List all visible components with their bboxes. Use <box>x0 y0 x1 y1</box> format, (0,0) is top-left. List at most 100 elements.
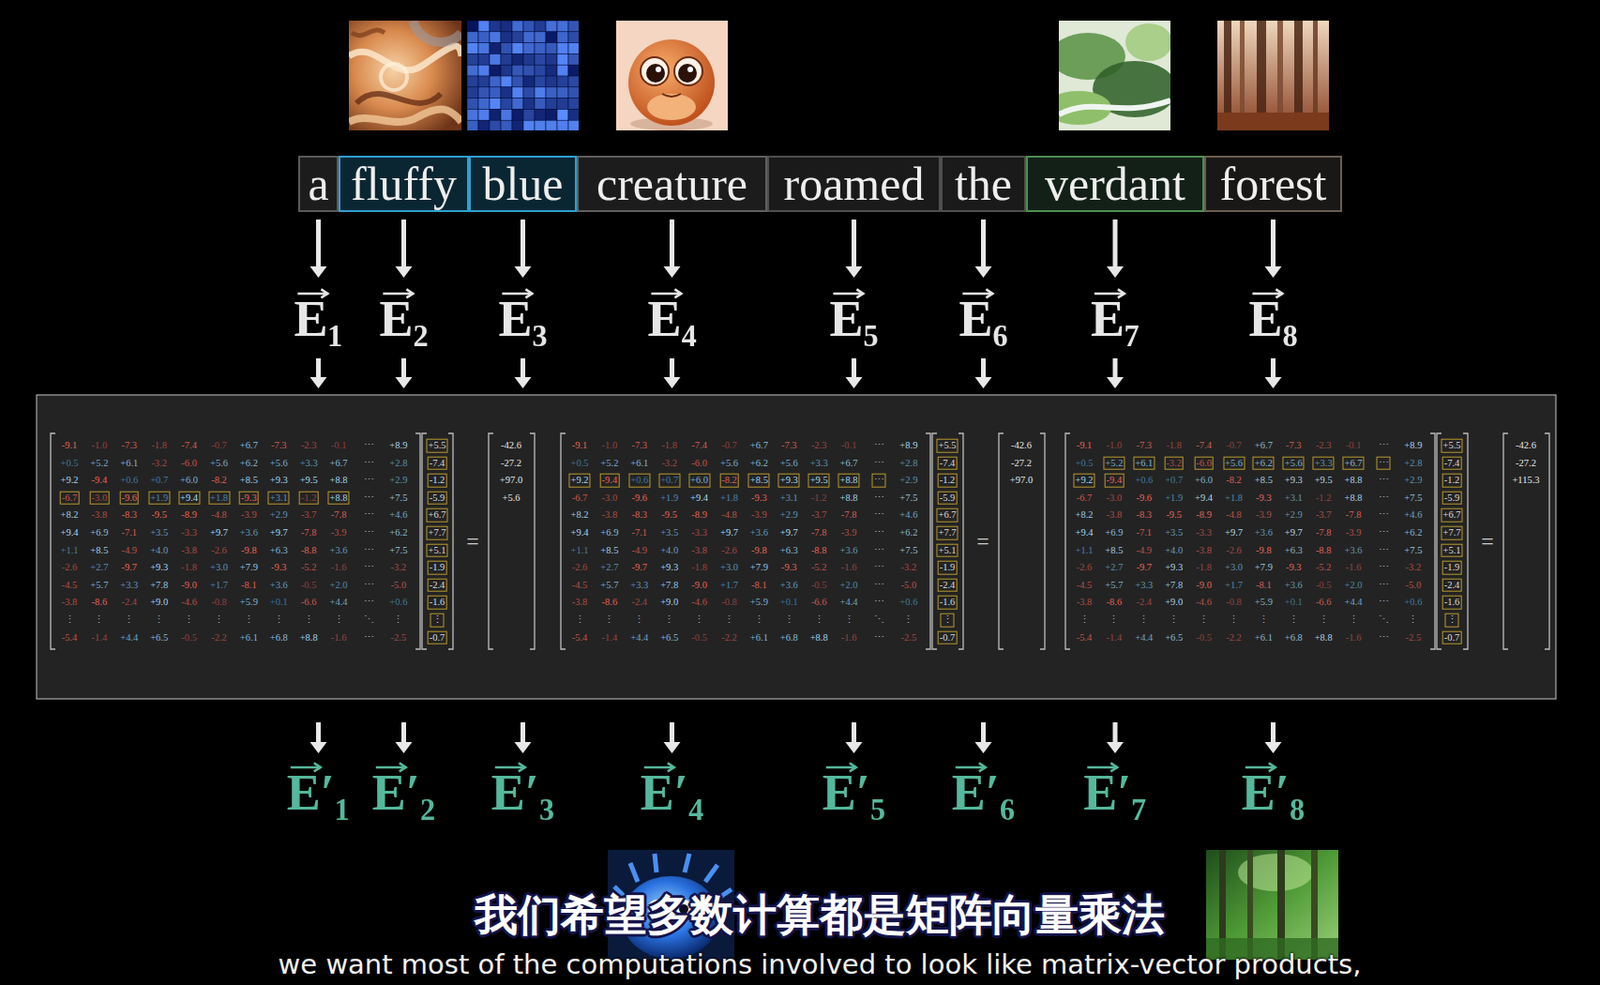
verdant-image-part <box>1058 100 1171 115</box>
mosaic-tile <box>489 43 501 55</box>
bracket <box>1430 433 1435 650</box>
creature-image-part <box>616 20 728 131</box>
matrix-entry: +5.2 <box>598 455 620 470</box>
matrix-entry: +0.1 <box>1283 595 1305 610</box>
embedding-label: E₃ <box>498 286 547 352</box>
matrix-entry: -3.8 <box>90 508 110 523</box>
matrix-entry: -9.4 <box>600 473 620 488</box>
updated-embedding-label: E′₂ <box>372 759 436 826</box>
matrix-entry: -9.0 <box>179 578 199 593</box>
token-text: fluffy <box>350 158 457 211</box>
down-arrow <box>401 219 407 269</box>
arrow-head <box>975 377 993 389</box>
matrix-entry: +9.3 <box>1162 560 1185 575</box>
matrix-entry: -3.8 <box>1193 543 1214 558</box>
mosaic-tile <box>467 64 479 76</box>
updated-embedding-label: E′₁ <box>286 759 350 826</box>
matrix-entry: +9.4 <box>58 526 80 541</box>
mosaic-tile <box>557 31 569 44</box>
result-entry: -27.2 <box>1009 455 1034 470</box>
matrix-entry: +5.6 <box>778 455 800 470</box>
matrix-entry: -9.0 <box>1193 578 1214 593</box>
mosaic-tile <box>467 87 479 99</box>
matrix-entry: ⋮ <box>1256 613 1271 628</box>
matrix-entry: +9.4 <box>178 491 200 506</box>
matrix-entry: +3.3 <box>808 455 831 470</box>
matrix-entry: +2.9 <box>778 508 800 523</box>
matrix-entry: -2.3 <box>1313 438 1334 453</box>
matrix-entry: +3.3 <box>118 578 140 593</box>
result-entry: +97.0 <box>1008 473 1035 488</box>
matrix-entry: -6.0 <box>689 455 710 470</box>
brackets <box>50 433 1550 650</box>
matrix-entry: +8.8 <box>838 473 861 488</box>
matrix-entry: -9.5 <box>149 508 169 523</box>
equals-sign: = <box>466 528 480 555</box>
matrix-entry: +4.4 <box>118 630 140 645</box>
matrix-entry: -1.2 <box>299 491 319 506</box>
matrix-entry: +6.3 <box>778 543 800 558</box>
mosaic-tile <box>489 20 501 32</box>
token-text: forest <box>1220 158 1328 211</box>
mosaic-tile <box>568 108 579 121</box>
matrix-entry: -7.8 <box>1343 508 1364 523</box>
mosaic-tile <box>467 20 479 32</box>
embedding-label: E₁ <box>293 286 343 352</box>
mosaic-tile <box>512 31 524 44</box>
vector-entry: -0.7 <box>1442 630 1463 645</box>
matrix-entry: +0.7 <box>1162 473 1185 488</box>
down-arrow <box>520 358 526 379</box>
mosaic-tile <box>557 87 569 99</box>
mosaic-tile <box>478 87 490 99</box>
mosaic-tile <box>545 120 558 131</box>
matrix-entry: +9.4 <box>688 491 710 506</box>
creature-image-part <box>674 57 703 86</box>
matrix-entry: +6.0 <box>178 473 200 488</box>
arrow-head <box>845 377 863 389</box>
matrix-entry: +5.6 <box>268 455 290 470</box>
mosaic-tile <box>500 43 513 55</box>
matrix-entry: -3.9 <box>1253 508 1274 523</box>
matrix-entry: ⋯ <box>1376 630 1391 645</box>
matrix-entry: -4.9 <box>119 543 139 558</box>
matrix-entry: +5.2 <box>1102 455 1125 470</box>
matrix-entry: -3.2 <box>899 560 920 575</box>
arrow-head <box>664 266 681 278</box>
mosaic-tile <box>568 120 579 131</box>
forest-image <box>1217 20 1329 131</box>
arrow-head <box>1265 266 1283 278</box>
mosaic-tile <box>500 87 513 99</box>
down-arrow <box>1113 219 1118 269</box>
matrix-entry: -0.7 <box>209 438 229 453</box>
mosaic-tile <box>500 64 513 76</box>
matrix-entry: -3.7 <box>809 508 830 523</box>
matrix-entry: +3.6 <box>1283 578 1305 593</box>
matrix-entry: +8.5 <box>238 473 260 488</box>
matrix-entry: +6.5 <box>658 630 680 645</box>
mosaic-tile <box>534 120 546 131</box>
arrows <box>290 219 1284 771</box>
mosaic-tile <box>512 87 524 99</box>
mosaic-tile <box>512 43 524 55</box>
vector-entry: ⋮ <box>430 613 445 628</box>
matrix-entry: -8.2 <box>1223 473 1244 488</box>
down-arrow <box>669 358 675 379</box>
matrix-entry: -8.9 <box>179 508 199 523</box>
matrix-entry: +8.8 <box>328 491 350 506</box>
token-box: blue <box>468 155 577 212</box>
vector-entry: -5.9 <box>427 491 448 506</box>
matrix-entry: -1.0 <box>90 438 110 453</box>
matrix-entry: +5.7 <box>88 578 110 593</box>
forest-image-part <box>1217 20 1329 131</box>
fluffy-texture-image-part <box>348 20 462 131</box>
mosaic-tile <box>478 108 490 121</box>
mosaic-tile <box>557 75 569 88</box>
vector-entry: -1.9 <box>427 560 448 575</box>
token-box: forest <box>1204 155 1343 212</box>
token-box: fluffy <box>338 155 469 212</box>
matrix-entry: -2.5 <box>899 630 920 645</box>
vector-entry: +5.5 <box>935 438 958 453</box>
fluffy-texture-image-part <box>348 45 462 71</box>
matrix-entry: ⋮ <box>573 613 588 628</box>
matrix-entry: +8.2 <box>58 508 80 523</box>
